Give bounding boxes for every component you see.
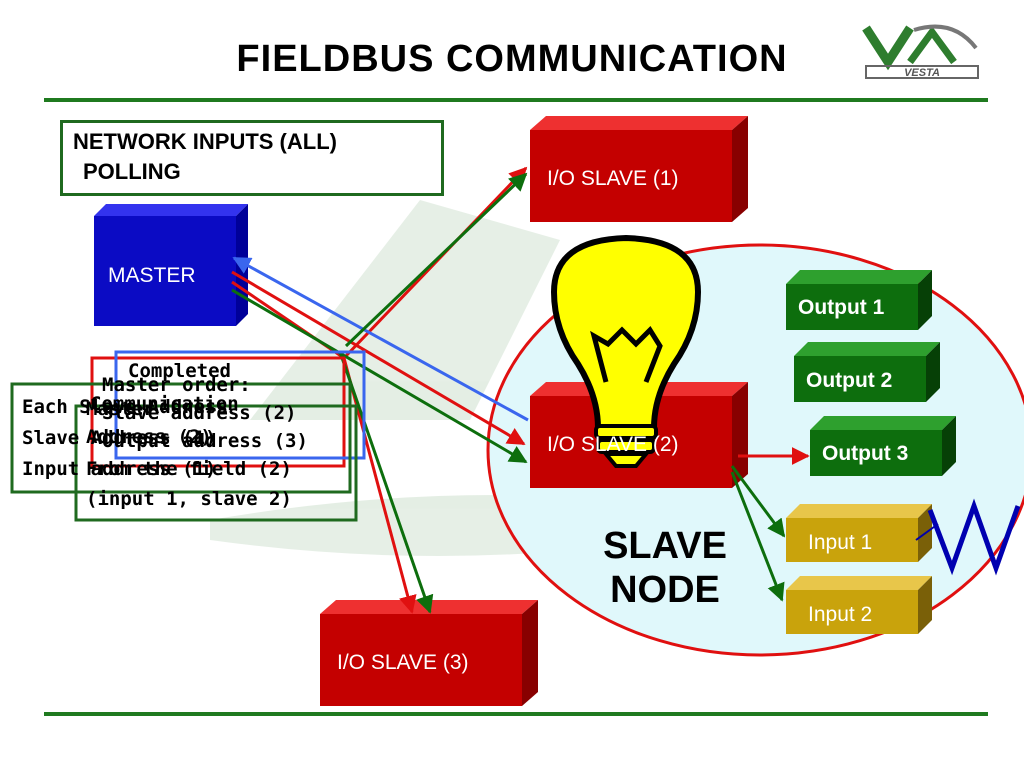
info-line-1: NETWORK INPUTS (ALL) — [73, 129, 337, 154]
slave-node-line-2: NODE — [610, 569, 720, 611]
output-1-block[interactable] — [786, 270, 932, 330]
each-slave-address-text: Each Slave Address — [22, 396, 228, 418]
slave-node-line-1: SLAVE — [603, 525, 727, 567]
order-box-green-1 — [10, 382, 352, 494]
slave-node-label: SLAVE NODE — [580, 524, 750, 612]
master-label: MASTER — [108, 264, 196, 287]
input-2-block[interactable] — [786, 576, 932, 634]
info-box: NETWORK INPUTS (ALL) POLLING — [60, 120, 444, 196]
output-3-label: Output 3 — [822, 442, 909, 465]
logo-text: VESTA — [904, 67, 940, 79]
page-title: FIELDBUS COMMUNICATION — [236, 38, 788, 80]
input-1-slave-2-text: (input 1, slave 2) — [86, 488, 292, 510]
bottom-rule — [44, 712, 988, 716]
input-address-1-text: Input address (1) — [22, 458, 217, 480]
info-line-2: POLLING — [83, 159, 181, 184]
slave-1-label: I/O SLAVE (1) — [547, 167, 679, 190]
slave-3-label: I/O SLAVE (3) — [337, 651, 469, 674]
output-3-block[interactable] — [810, 416, 956, 476]
order-box-red — [90, 356, 346, 468]
output-1-label: Output 1 — [798, 296, 885, 319]
master-text: Master — [86, 398, 155, 420]
input-1-block[interactable] — [786, 504, 932, 562]
output-2-block[interactable] — [794, 342, 940, 402]
address-2-text: Address (2) — [86, 426, 212, 448]
top-rule — [44, 98, 988, 102]
slave-3-block[interactable] — [320, 600, 538, 706]
from-the-field-text: From the field (2) — [86, 458, 292, 480]
output-2-label: Output 2 — [806, 369, 893, 392]
vesta-logo-icon: VESTA — [862, 24, 979, 79]
slave-1-block[interactable] — [530, 116, 748, 222]
input-2-label: Input 2 — [808, 603, 873, 626]
slave-2-label: I/O SLAVE (2) — [547, 433, 679, 456]
order-box-green-2 — [74, 404, 358, 522]
communication-lines — [231, 166, 939, 614]
output-address-3-text: Output address (3) — [102, 430, 308, 452]
slave-address-1-text: Slave Address (1) — [22, 427, 217, 449]
slave-address-2-text: Slave address (2) — [102, 402, 297, 424]
completed-text: Completed — [128, 360, 231, 382]
master-order-text: Master order: — [102, 374, 251, 396]
communication-text: Communication — [90, 393, 239, 415]
input-1-label: Input 1 — [808, 531, 873, 554]
lightbulb-icon — [550, 234, 702, 468]
w-signal-icon — [927, 498, 1021, 576]
